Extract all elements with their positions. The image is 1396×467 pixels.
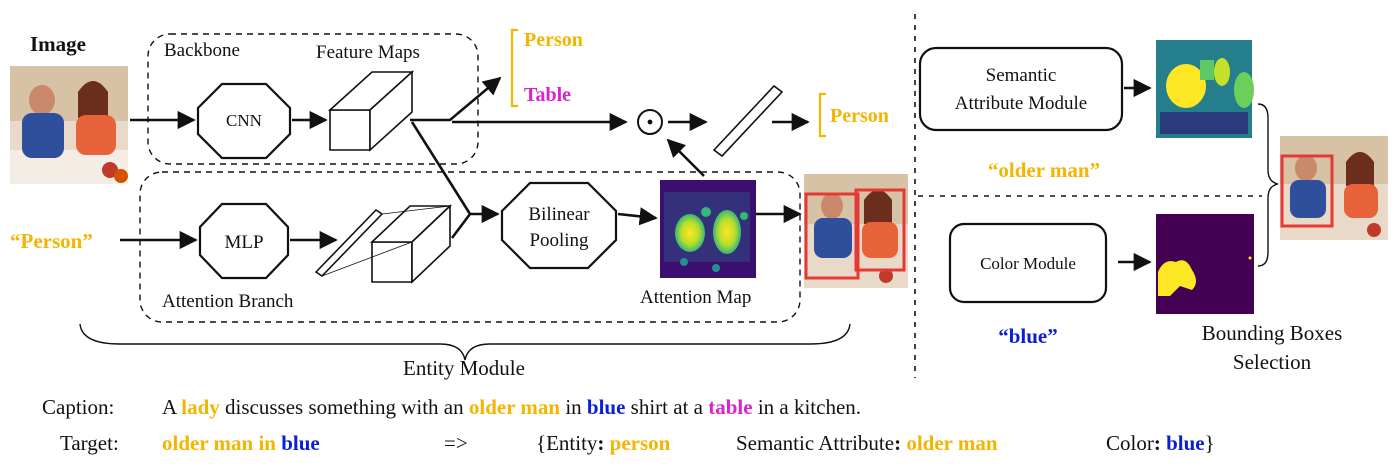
target-blue-2: blue [1166,431,1205,455]
attention-map-label: Attention Map [640,287,751,308]
attention-branch-label: Attention Branch [162,291,294,312]
entity-module-brace [79,323,851,361]
caption-lady: lady [181,395,220,419]
bbox-man [804,192,860,280]
bbox-selection-label-1: Bounding Boxes [1202,321,1343,345]
color-heatmap [1156,214,1254,314]
bilinear-label-1: Bilinear [528,204,590,225]
backbone-region [147,33,479,165]
bilinear-label-2: Pooling [529,230,589,251]
caption-line: Caption: A lady discusses something with … [42,395,861,419]
semantic-heatmap [1156,40,1254,138]
color-module-box [948,222,1108,304]
query-person: “Person” [10,229,93,253]
target-label: Target: [60,431,119,455]
target-semantic-group: Semantic Attribute: older man [736,431,998,455]
input-photo [10,66,128,184]
target-blue: blue [281,431,320,455]
older-man-quote: “older man” [988,158,1100,182]
color-module-label: Color Module [980,254,1076,273]
target-entity-group: {Entity: person [536,431,671,455]
cnn-label: CNN [226,111,262,130]
feature-map-cuboid [327,70,415,152]
semantic-label-2: Attribute Module [955,93,1087,114]
caption-p2: discusses something with an [220,395,469,419]
caption-p5: in a kitchen. [753,395,861,419]
caption-p3: in [560,395,587,419]
output-vector [712,84,784,158]
caption-p1: A [162,395,181,419]
blue-quote: “blue” [998,324,1058,348]
mlp-block [198,202,290,280]
class-person: Person [524,29,583,51]
caption-blue: blue [587,395,626,419]
class-bracket [510,28,518,108]
tile-line-top [381,205,451,215]
target-older-man-in: older man in [162,431,281,455]
target-colon-1: : [597,431,609,455]
odot-dot [647,119,653,125]
tile-line-bottom [321,241,413,277]
caption-table: table [708,395,752,419]
feature-maps-label: Feature Maps [316,42,420,63]
target-sem: Semantic Attribute [736,431,894,455]
detected-photo [804,174,908,288]
target-color: Color [1106,431,1154,455]
attention-cuboid [369,204,453,284]
target-person: person [610,431,671,455]
bilinear-pooling-block [500,181,618,270]
flow-arrows [120,76,810,250]
result-bracket [818,92,826,138]
semantic-label-1: Semantic [986,65,1057,86]
target-open: {Entity [536,431,598,455]
final-bbox [1280,154,1334,228]
result-person: Person [830,105,889,127]
target-colon-2: : [894,431,906,455]
selection-brace [1257,103,1279,267]
backbone-label: Backbone [164,40,240,61]
attention-branch-region [139,171,801,323]
attention-map-heatmap [660,180,756,278]
caption-older-man: older man [469,395,561,419]
semantic-module-box [918,46,1124,132]
target-color-group: Color: blue} [1106,431,1215,455]
bbox-selection-label-2: Selection [1233,350,1312,374]
caption-p4: shirt at a [625,395,708,419]
target-query: older man in blue [162,431,320,455]
target-colon-3: : [1154,431,1166,455]
final-photo [1280,136,1388,240]
target-older-man: older man [906,431,998,455]
image-label: Image [30,32,86,56]
target-arrow: => [444,431,468,455]
target-close: } [1205,431,1215,455]
bbox-woman [854,188,906,272]
caption-label: Caption: [42,395,114,419]
mlp-label: MLP [224,232,263,253]
class-table: Table [524,84,571,106]
entity-module-label: Entity Module [403,356,525,380]
cnn-block [196,82,292,160]
